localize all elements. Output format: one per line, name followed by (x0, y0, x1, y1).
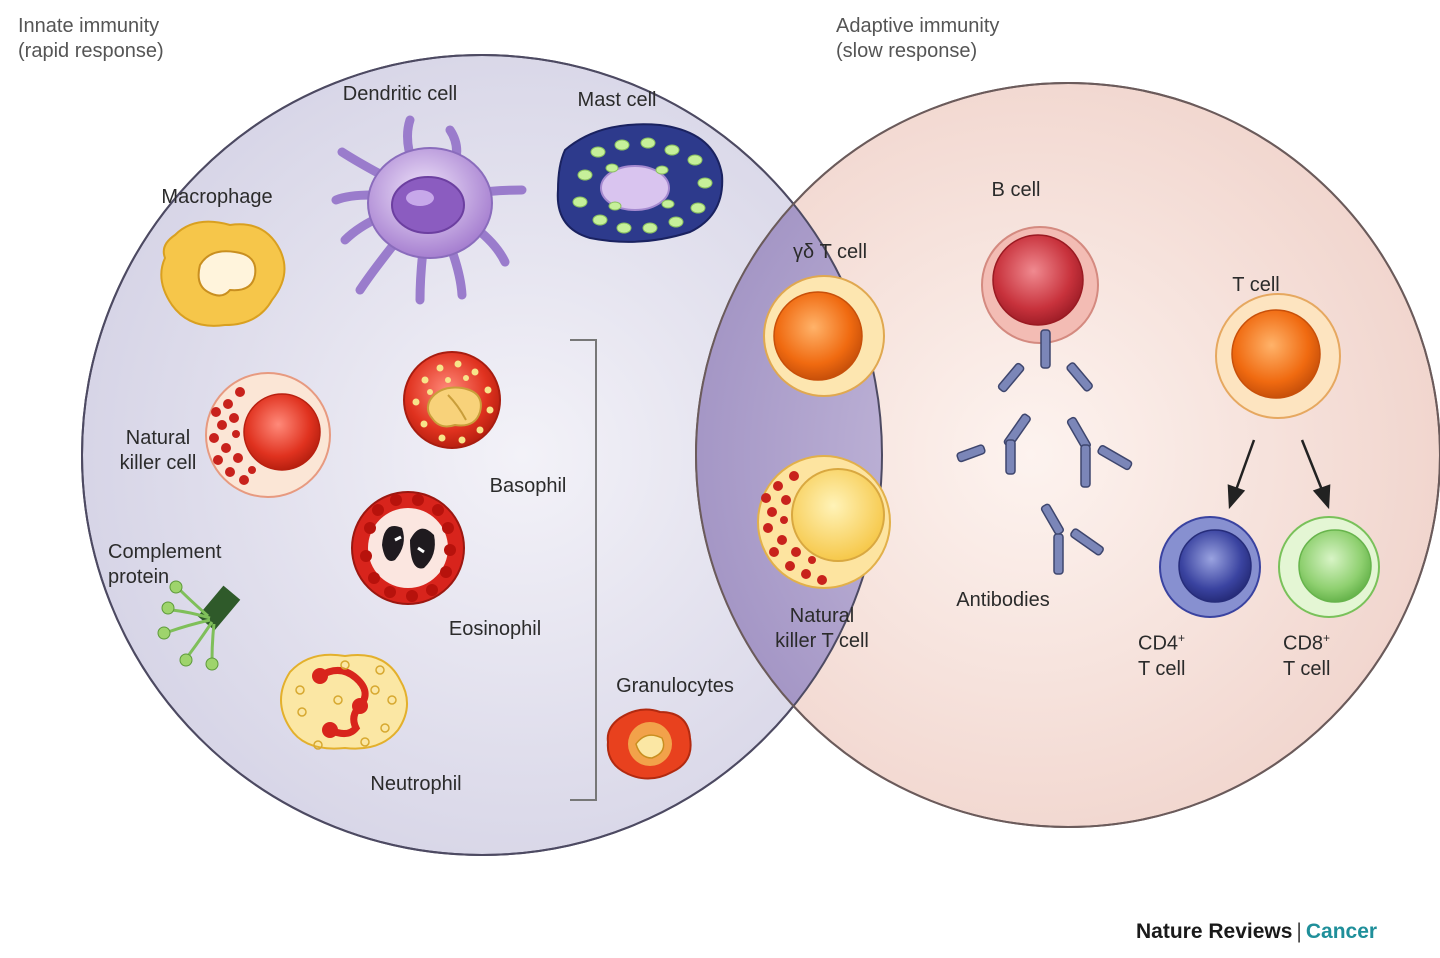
t-cell-icon (1215, 293, 1341, 419)
t-cell-arrows (1227, 439, 1331, 510)
natural-killer-cell-label-line1: Natural (125, 427, 191, 449)
cd4-label: CD4 (1138, 632, 1179, 655)
cd4-t-cell-label: CD4+ T cell (1138, 626, 1185, 682)
eosinophil-label: Eosinophil (448, 618, 542, 640)
credit-separator: | (1296, 920, 1302, 943)
dendritic-cell-label: Dendritic cell (342, 83, 458, 105)
innate-heading: Innate immunity (rapid response) (18, 14, 164, 64)
natural-killer-cell-icon (205, 372, 331, 498)
complement-protein-label: Complement protein (108, 540, 221, 590)
complement-protein-label-line2: protein (108, 566, 170, 588)
cd8-t-cell-label: CD8+ T cell (1283, 626, 1330, 682)
cd8-label: CD8 (1283, 632, 1324, 655)
complement-protein-label-line1: Complement (108, 541, 222, 563)
cd4-sup: + (1178, 631, 1186, 645)
macrophage-label: Macrophage (161, 186, 273, 208)
natural-killer-t-cell-icon (757, 455, 891, 589)
neutrophil-icon (280, 653, 408, 750)
dendritic-cell-icon (331, 115, 527, 305)
natural-killer-t-cell-label: Natural killer T cell (775, 604, 869, 654)
gamma-delta-t-cell-label: γδ T cell (792, 241, 868, 263)
natural-killer-t-cell-label-line2: killer T cell (775, 630, 869, 652)
adaptive-heading: Adaptive immunity (slow response) (836, 14, 999, 64)
b-cell-icon (981, 226, 1099, 344)
t-cell-label: T cell (1232, 274, 1280, 296)
granulocytes-bracket (570, 339, 597, 801)
cd4-label-line2: T cell (1138, 657, 1186, 680)
neutrophil-label: Neutrophil (370, 773, 462, 795)
b-cell-label: B cell (991, 179, 1041, 201)
adaptive-heading-title: Adaptive immunity (836, 15, 1000, 37)
cd8-sup: + (1323, 631, 1331, 645)
granulocyte-icon (606, 708, 692, 780)
complement-protein-icon (157, 580, 241, 671)
journal-credit: Nature Reviews|Cancer (1136, 920, 1377, 944)
cd8-t-cell-icon (1278, 516, 1380, 618)
mast-cell-label: Mast cell (577, 89, 657, 111)
eosinophil-icon (351, 491, 465, 605)
innate-heading-subtitle: (rapid response) (18, 40, 164, 62)
macrophage-icon (160, 220, 286, 327)
basophil-label: Basophil (489, 475, 567, 497)
basophil-icon (403, 351, 501, 449)
innate-heading-title: Innate immunity (18, 15, 160, 37)
antibodies-icon (956, 329, 1133, 575)
natural-killer-cell-label-line2: killer cell (119, 452, 197, 474)
journal-name: Nature Reviews (1136, 920, 1293, 943)
cd8-label-line2: T cell (1283, 657, 1331, 680)
overlap-region (81, 54, 1440, 856)
granulocytes-label: Granulocytes (616, 675, 734, 697)
journal-section: Cancer (1305, 920, 1378, 943)
cd4-t-cell-icon (1159, 516, 1261, 618)
gamma-delta-t-cell-icon (763, 275, 885, 397)
antibodies-label: Antibodies (956, 589, 1050, 611)
mast-cell-icon (556, 123, 724, 243)
adaptive-heading-subtitle: (slow response) (836, 40, 978, 62)
natural-killer-cell-label: Natural killer cell (120, 426, 197, 476)
natural-killer-t-cell-label-line1: Natural (789, 605, 855, 627)
